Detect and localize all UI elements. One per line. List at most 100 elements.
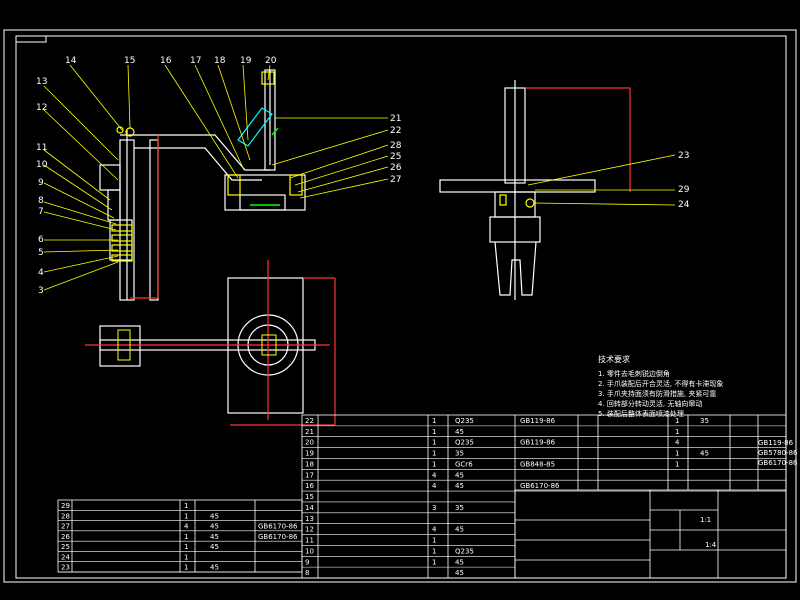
leader-label: 16 [160,56,172,66]
row-material: 45 [210,533,219,541]
side-view-labels: 23 29 24 [678,151,690,210]
row-qty: 1 [432,558,436,566]
row-qty: 1 [675,428,679,436]
leaders-top [69,64,271,179]
row-material: Q235 [455,439,474,447]
leader-labels-right: 21 22 28 25 26 27 [390,114,402,185]
row-qty: 1 [432,450,436,458]
row-qty: 4 [432,471,437,479]
top-view-yellow [117,329,277,361]
notes-line: 1. 零件去毛刺锐边倒角 [598,369,670,378]
row-number: 15 [305,493,314,501]
row-material: 45 [455,482,464,490]
leader-label: 14 [65,56,77,66]
row-standard: GB6170-86 [258,523,298,531]
leaders-left [43,85,119,291]
row-qty: 1 [432,428,436,436]
row-material: 45 [455,526,464,534]
leader-label: 28 [390,141,402,151]
row-standard: GB848-85 [520,460,555,468]
leader-label: 12 [36,103,47,113]
leader-label: 21 [390,114,401,124]
row-material: 45 [210,512,219,520]
row-number: 27 [61,523,70,531]
row-material: 45 [455,428,464,436]
row-standard: GB6170-86 [520,482,560,490]
leader-label: 7 [38,207,44,217]
row-standard: GB5780-86 [758,449,798,457]
row-number: 9 [305,558,309,566]
row-number: 21 [305,428,314,436]
outer-border [3,29,797,583]
leader-label: 6 [38,235,44,245]
corner-tag [15,35,47,43]
row-material: 45 [700,450,709,458]
leader-label: 10 [36,160,48,170]
row-standard: GB6170-86 [758,459,798,467]
top-view [85,260,336,426]
leader-label: 24 [678,200,690,210]
row-material: 45 [210,543,219,551]
row-qty: 1 [432,537,436,545]
row-number: 13 [305,515,314,523]
leader-label: 22 [390,126,401,136]
row-qty: 3 [432,504,436,512]
leader-label: 9 [38,178,44,188]
row-number: 17 [305,471,314,479]
row-number: 22 [305,417,314,425]
leaders-side [527,154,676,206]
row-material: 35 [455,450,464,458]
row-material: 35 [700,417,709,425]
row-material: Q235 [455,547,474,555]
notes-line: 5. 装配后整体表面喷漆处理 [598,409,684,418]
notes-line: 4. 回转部分转动灵活, 无轴向窜动 [598,399,702,408]
title-block-text: 1:1 1:4 [700,516,717,549]
technical-notes: 技术要求 1. 零件去毛刺锐边倒角 2. 手爪装配后开合灵活, 不得有卡滞现象 … [598,354,723,418]
row-number: 28 [61,512,70,520]
row-qty: 1 [675,417,679,425]
row-number: 23 [61,564,70,572]
row-qty: 1 [184,553,188,561]
leaders-right [271,117,389,199]
row-qty: 1 [675,460,679,468]
leader-label: 4 [38,268,44,278]
row-number: 10 [305,547,314,555]
leader-label: 11 [36,143,47,153]
leader-label: 3 [38,286,44,296]
row-qty: 1 [432,547,436,555]
row-qty: 1 [184,564,188,572]
leader-label: 17 [190,56,201,66]
title-block [514,489,787,579]
row-material: 45 [210,564,219,572]
row-qty: 1 [432,460,436,468]
row-number: 14 [305,504,314,512]
notes-line: 2. 手爪装配后开合灵活, 不得有卡滞现象 [598,379,723,388]
leader-label: 5 [38,248,44,258]
notes-title: 技术要求 [598,354,630,364]
row-qty: 1 [184,512,188,520]
row-qty: 1 [432,439,436,447]
row-number: 25 [61,543,70,551]
row-number: 29 [61,502,70,510]
row-qty: 1 [432,417,436,425]
row-number: 26 [61,533,70,541]
front-view-yellow [111,71,303,262]
row-qty: 1 [675,450,679,458]
row-qty: 4 [432,482,437,490]
row-number: 20 [305,439,314,447]
leader-label: 8 [38,196,44,206]
leader-labels-top: 14 15 16 17 18 19 20 [65,56,277,66]
row-material: Q235 [455,417,474,425]
row-standard: GB119-86 [520,417,556,425]
row-number: 18 [305,460,314,468]
leader-label: 27 [390,175,401,185]
front-view-green [250,127,280,206]
row-number: 24 [61,553,70,561]
row-standard: GB6170-86 [258,533,298,541]
leader-label: 13 [36,77,47,87]
row-number: 8 [305,569,309,577]
row-qty: 1 [184,533,188,541]
row-material: 45 [455,569,464,577]
row-number: 12 [305,526,314,534]
